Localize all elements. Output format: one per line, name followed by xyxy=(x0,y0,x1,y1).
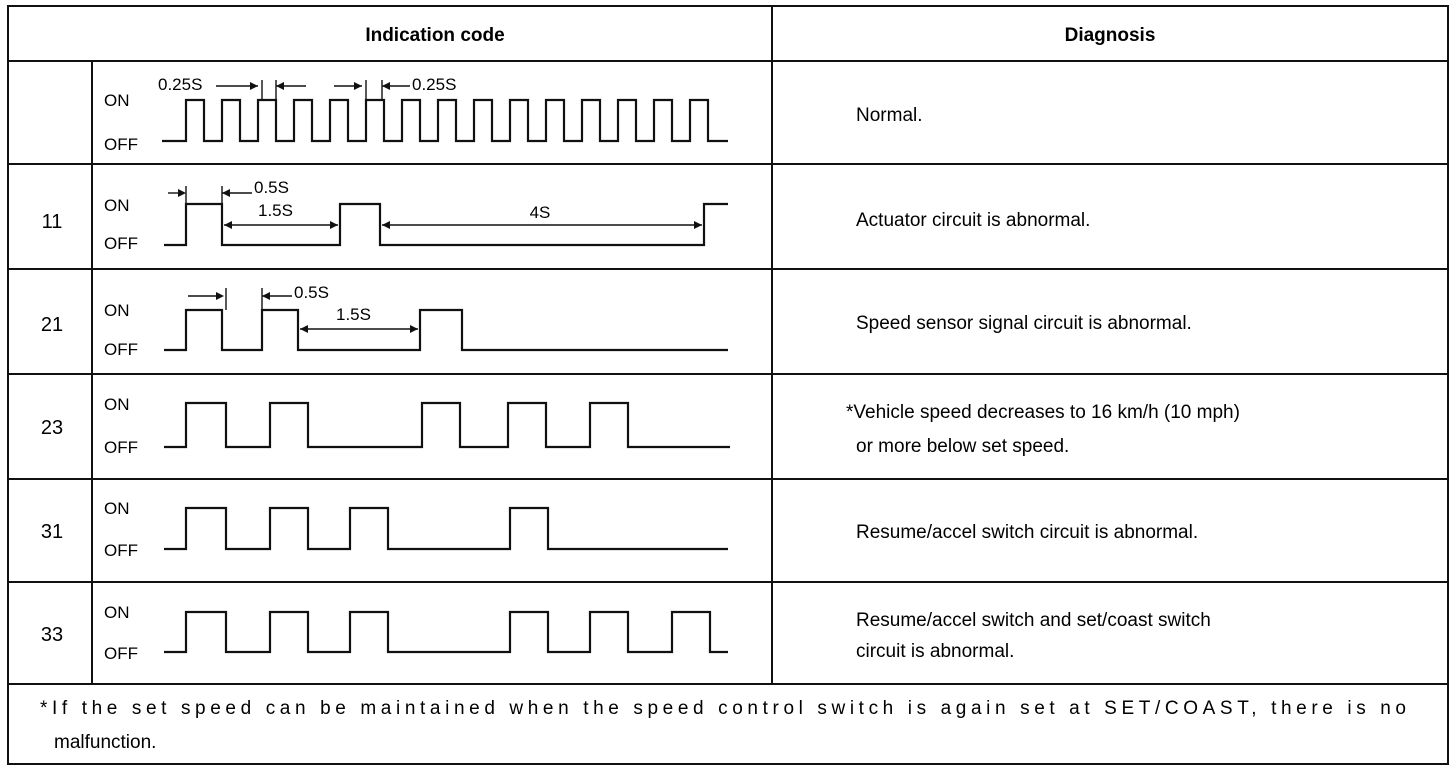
waveform-code-33 xyxy=(164,610,728,654)
diagnosis-text: Speed sensor signal circuit is abnormal. xyxy=(856,313,1192,334)
off-label: OFF xyxy=(104,340,138,359)
diagnosis-text: Resume/accel switch and set/coast switch xyxy=(856,610,1211,631)
timing-label: 0.5S xyxy=(294,283,329,302)
waveform-code-31 xyxy=(164,506,728,551)
on-label: ON xyxy=(104,301,130,320)
timing-label: 1.5S xyxy=(258,201,293,220)
row-code: 33 xyxy=(41,624,63,646)
timing-label: 1.5S xyxy=(336,305,371,324)
waveform-code-23 xyxy=(164,401,730,449)
table-border xyxy=(7,5,1449,765)
on-off-labels: ON OFF ON OFF ON OFF ON OFF ON OFF ON OF… xyxy=(104,91,138,663)
timing-annotation-normal: 0.25S 0.25S xyxy=(158,75,456,100)
off-label: OFF xyxy=(104,135,138,154)
waveform-normal xyxy=(162,98,728,143)
waveform-code-21 xyxy=(164,308,728,352)
on-label: ON xyxy=(104,91,130,110)
row-code: 31 xyxy=(41,521,63,543)
on-label: ON xyxy=(104,603,130,622)
row-code: 21 xyxy=(41,314,63,336)
diagnosis-text: Actuator circuit is abnormal. xyxy=(856,210,1090,231)
footnote-line: malfunction. xyxy=(54,732,156,753)
off-label: OFF xyxy=(104,234,138,253)
footnote-line: *If the set speed can be maintained when… xyxy=(40,698,1406,719)
diagnosis-text: or more below set speed. xyxy=(856,436,1069,457)
off-label: OFF xyxy=(104,541,138,560)
timing-label: 0.25S xyxy=(158,75,202,94)
timing-annotation-code-11: 0.5S 1.5S 4S xyxy=(168,178,702,245)
on-label: ON xyxy=(104,196,130,215)
diagnosis-text: circuit is abnormal. xyxy=(856,641,1014,662)
off-label: OFF xyxy=(104,438,138,457)
header-diagnosis: Diagnosis xyxy=(1065,25,1156,46)
diagnosis-text: *Vehicle speed decreases to 16 km/h (10 … xyxy=(846,402,1240,423)
timing-annotation-code-21: 0.5S 1.5S xyxy=(188,283,418,333)
table-grid xyxy=(7,5,1449,765)
diagnosis-text: Normal. xyxy=(856,105,923,126)
row-code: 11 xyxy=(42,211,63,233)
timing-label: 0.25S xyxy=(412,75,456,94)
off-label: OFF xyxy=(104,644,138,663)
header-indication-code: Indication code xyxy=(365,25,504,46)
waveform-code-11 xyxy=(164,202,728,247)
diagnosis-text: Resume/accel switch circuit is abnormal. xyxy=(856,522,1198,543)
timing-label: 4S xyxy=(530,203,551,222)
row-code: 23 xyxy=(41,417,63,439)
timing-label: 0.5S xyxy=(254,178,289,197)
on-label: ON xyxy=(104,395,130,414)
on-label: ON xyxy=(104,499,130,518)
